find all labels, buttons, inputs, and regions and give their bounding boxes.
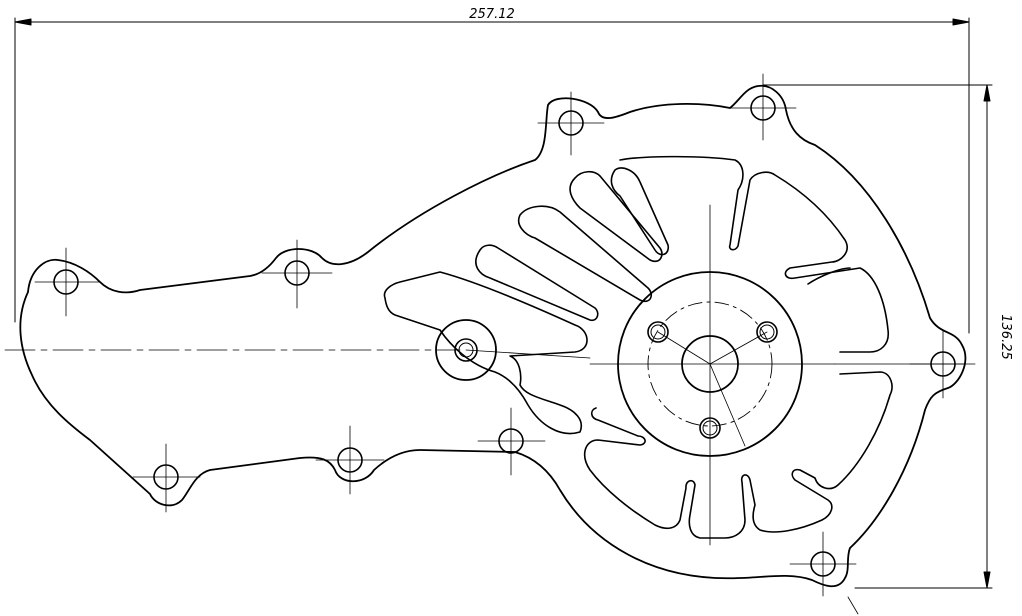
slot-3 — [569, 170, 663, 263]
slot-5 — [619, 155, 890, 353]
slot-4 — [610, 167, 670, 256]
main-hub — [617, 271, 803, 457]
mounting-holes — [34, 73, 976, 597]
width-arrow-left — [14, 18, 32, 26]
mount-hole-6 — [789, 531, 857, 597]
idler-to-hub-line — [465, 349, 591, 359]
center-lines — [4, 204, 966, 615]
height-dimension — [762, 84, 993, 589]
mount-hole-9 — [132, 443, 201, 513]
hub-bolt-hole-3 — [699, 417, 721, 439]
hub-bolt-hole-1-inner — [650, 324, 666, 340]
slot-6 — [583, 371, 893, 539]
width-arrow-right — [952, 18, 970, 26]
pump-body-outline — [19, 84, 967, 588]
slot-7 — [807, 267, 851, 285]
bolt-radial-line-2 — [709, 331, 768, 365]
height-arrow-top — [983, 84, 991, 102]
width-dimension — [14, 17, 970, 334]
hub-outer-circle — [617, 271, 803, 457]
mount-hole-2 — [261, 239, 333, 309]
impeller-slots — [475, 155, 893, 539]
height-dimension-label: 136.25 — [998, 314, 1013, 360]
mount-hole-4 — [729, 73, 797, 141]
width-dimension-label: 257.12 — [469, 7, 515, 22]
hub-bolt-hole-1 — [647, 321, 669, 343]
hub-bolt-circle — [647, 301, 773, 427]
hub-bolt-hole-2-inner — [759, 324, 775, 340]
slot-2 — [517, 205, 652, 303]
hub-bolt-hole-2 — [756, 321, 778, 343]
idler-boss — [435, 319, 497, 381]
idler-boss-hole — [454, 338, 478, 362]
idler-pocket-outline — [383, 271, 588, 435]
idler-boss-outer — [435, 319, 497, 381]
mount-hole-3 — [537, 91, 605, 156]
mount-hole-8 — [315, 425, 385, 495]
mount-hole-1 — [34, 247, 101, 317]
leader-line — [847, 596, 859, 615]
idler-boss-hole-inner — [458, 342, 474, 358]
bolt-radial-line-3 — [709, 363, 746, 447]
slot-1 — [475, 244, 599, 322]
height-arrow-bottom — [983, 571, 991, 589]
mount-hole-5 — [909, 329, 976, 399]
mount-hole-7 — [477, 407, 546, 476]
hub-bore — [681, 335, 739, 393]
hub-bolt-hole-3-inner — [702, 420, 718, 436]
